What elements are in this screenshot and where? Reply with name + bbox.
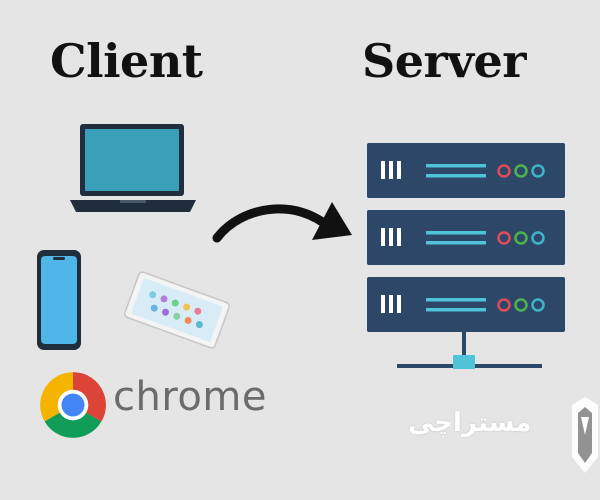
server-rack-icon: [367, 143, 565, 369]
client-heading: Client: [50, 34, 203, 88]
server-unit-2: [367, 210, 565, 265]
server-unit-3: [367, 277, 565, 332]
brand-logo-icon: [572, 397, 598, 473]
chrome-logo: [40, 372, 106, 438]
smartphone-icon: [37, 250, 81, 350]
laptop-icon: [70, 124, 196, 212]
chrome-label: chrome: [113, 374, 267, 420]
server-heading: Server: [362, 34, 526, 88]
curved-arrow-icon: [212, 202, 352, 243]
server-unit-1: [367, 143, 565, 198]
brand-watermark-text: مستراچی: [408, 408, 532, 438]
tablet-icon: [124, 271, 230, 349]
